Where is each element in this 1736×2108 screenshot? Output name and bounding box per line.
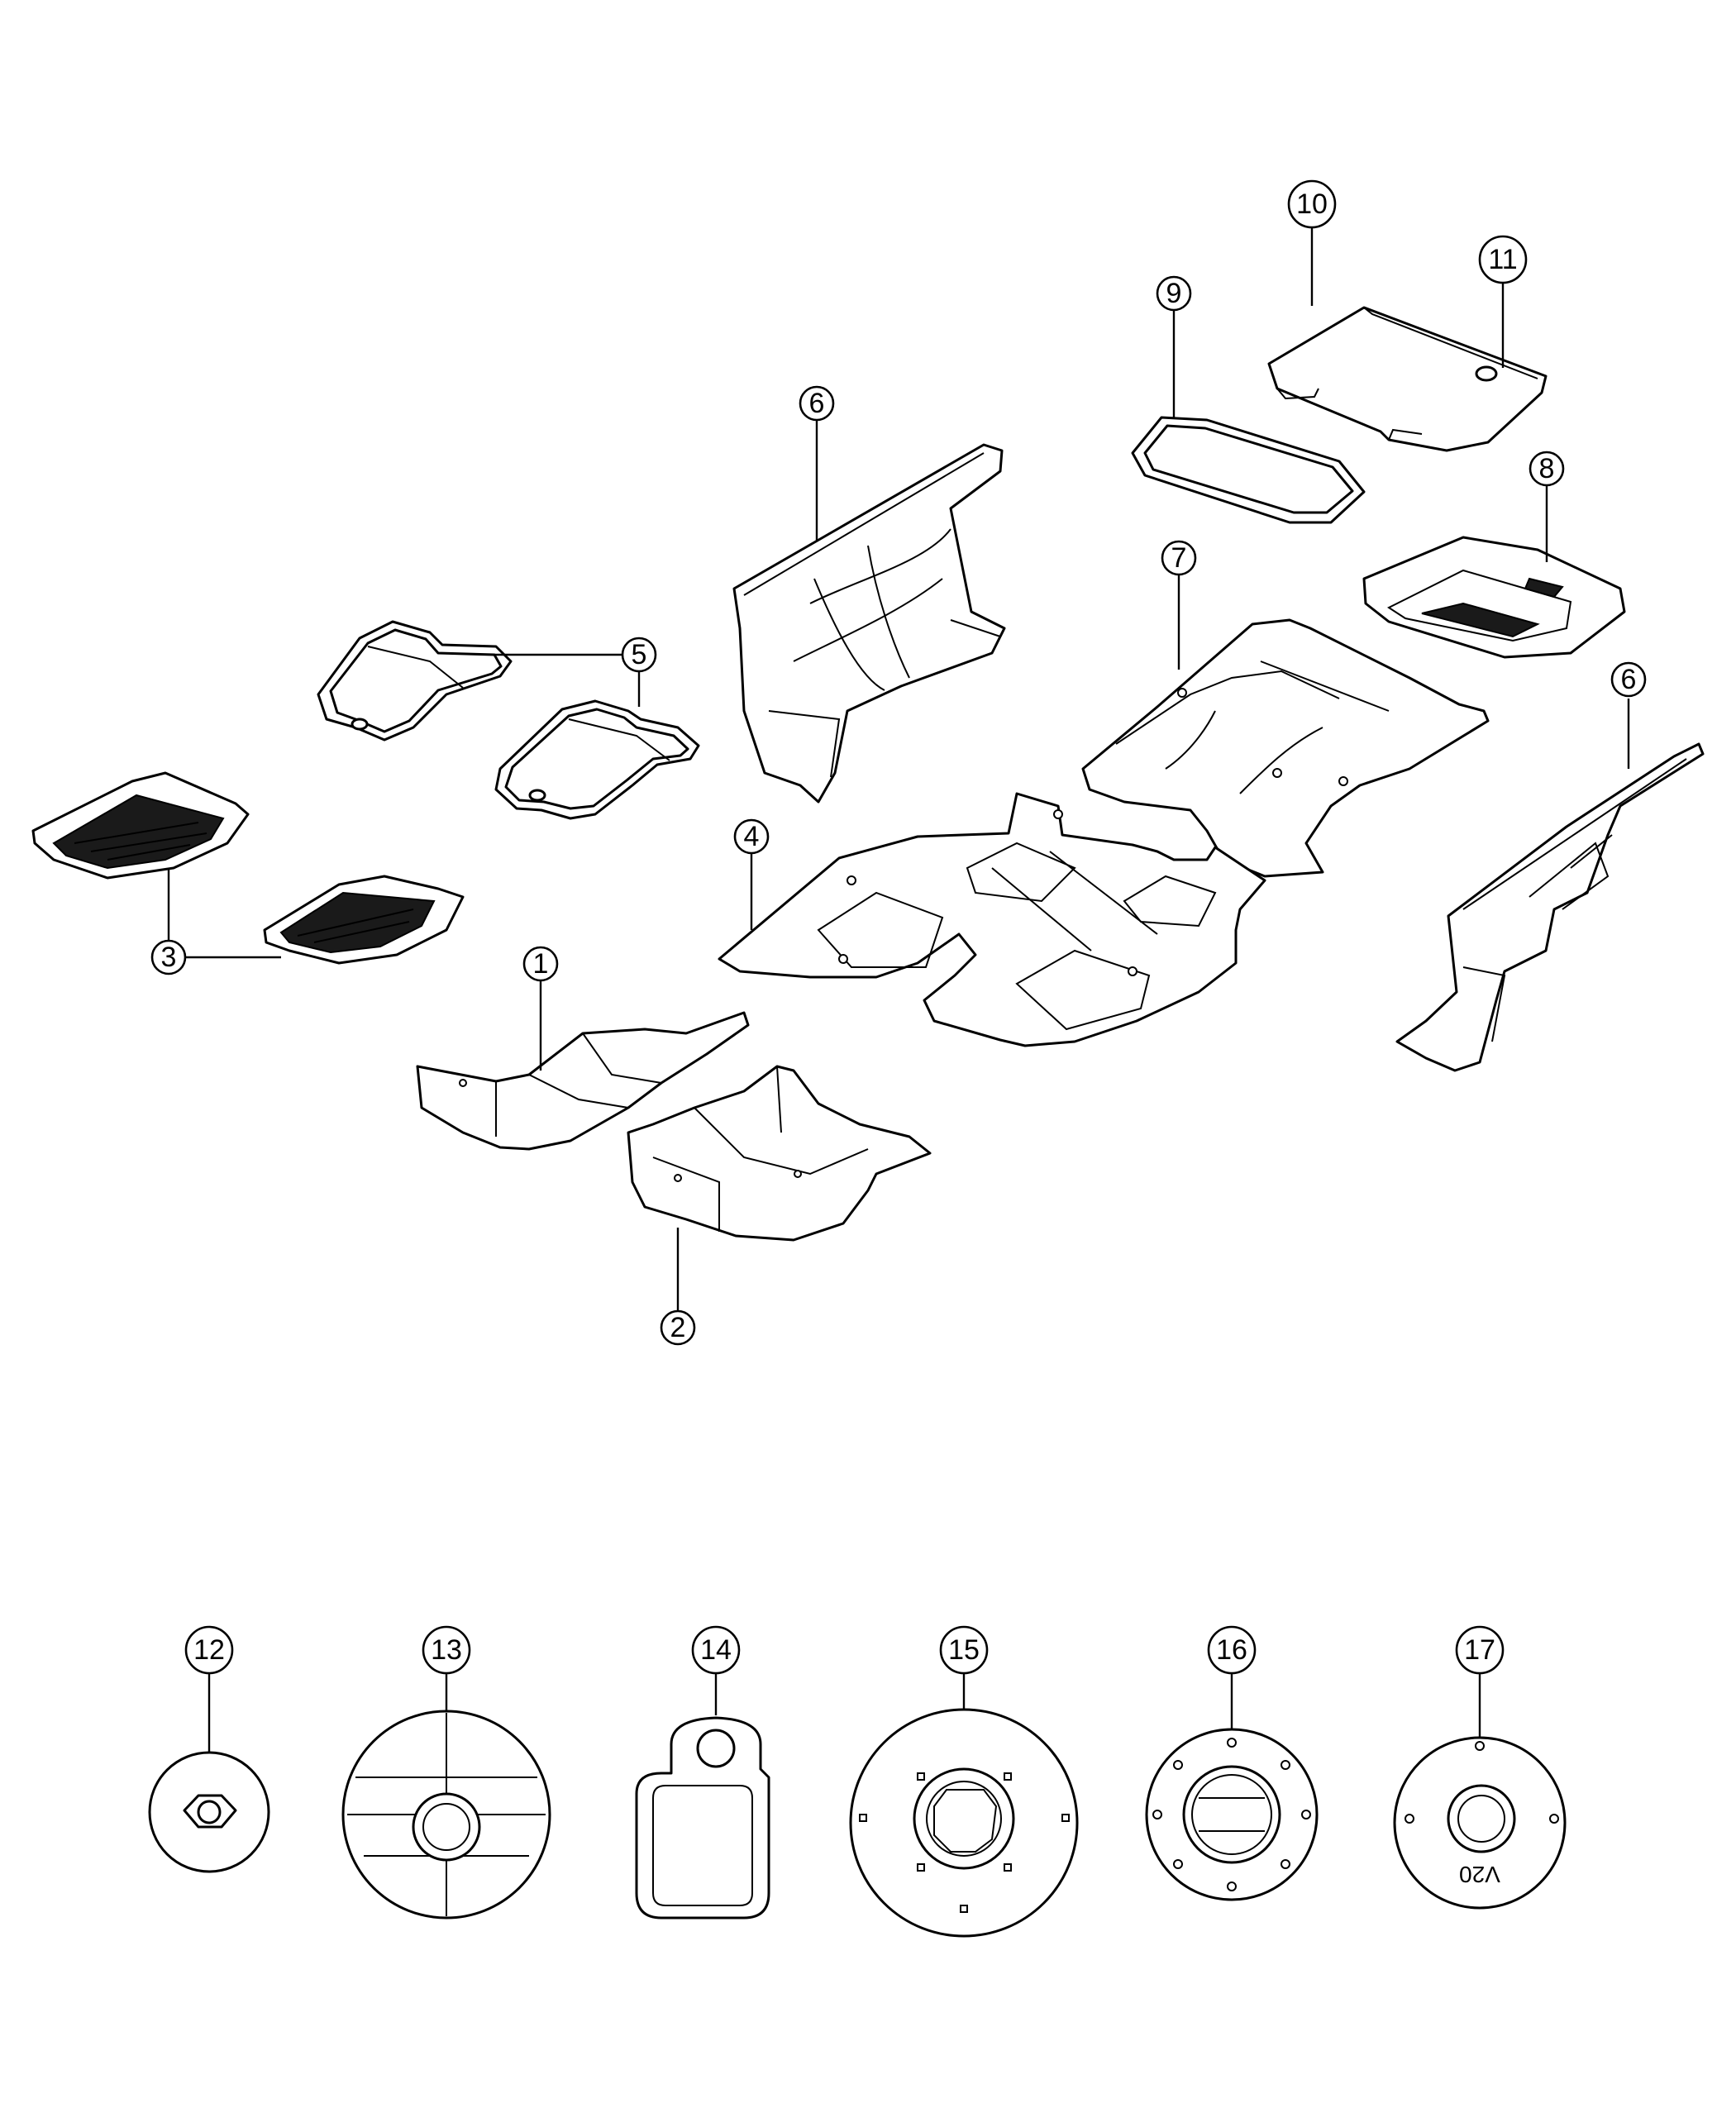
callout-11: 11 xyxy=(1478,235,1528,284)
svg-text:12: 12 xyxy=(193,1634,225,1666)
part-14-tab-seal xyxy=(635,1668,770,1920)
callout-16: 16 xyxy=(1207,1625,1257,1675)
svg-text:13: 13 xyxy=(431,1634,462,1666)
svg-text:17: 17 xyxy=(1464,1634,1495,1666)
plug-marking-text: V20 xyxy=(1459,1862,1500,1887)
callout-15: 15 xyxy=(939,1625,989,1675)
svg-text:14: 14 xyxy=(700,1634,732,1666)
svg-text:9: 9 xyxy=(1166,278,1182,309)
callout-8: 8 xyxy=(1529,451,1565,487)
part-13-grommet-cover xyxy=(341,1668,551,1920)
callout-14: 14 xyxy=(691,1625,741,1675)
part-1-front-carpet-piece xyxy=(416,1011,750,1151)
part-6-left-quarter-trim xyxy=(732,443,1006,804)
part-15-plug xyxy=(849,1668,1079,1938)
part-11-clip xyxy=(1475,365,1498,382)
svg-text:7: 7 xyxy=(1171,542,1187,574)
callout-7: 7 xyxy=(1161,540,1197,576)
leader-lines-upper xyxy=(167,227,1630,1310)
part-3-all-weather-mat-right xyxy=(263,875,465,965)
svg-text:8: 8 xyxy=(1539,453,1555,484)
callout-6-right: 6 xyxy=(1610,661,1647,698)
callout-17: 17 xyxy=(1455,1625,1505,1675)
svg-text:1: 1 xyxy=(533,948,549,980)
svg-text:16: 16 xyxy=(1216,1634,1247,1666)
svg-text:6: 6 xyxy=(809,388,825,419)
part-9-seal xyxy=(1131,416,1366,524)
part-12-fastener xyxy=(148,1668,270,1873)
part-3-all-weather-mat-left xyxy=(31,771,250,880)
part-5-floor-mat-rear-left xyxy=(317,620,513,742)
part-10-cargo-cover xyxy=(1267,306,1548,452)
callout-10: 10 xyxy=(1287,179,1337,229)
svg-text:3: 3 xyxy=(161,942,177,973)
part-2-front-carpet-piece xyxy=(627,1065,932,1242)
callout-2: 2 xyxy=(660,1309,696,1346)
callout-12: 12 xyxy=(184,1625,234,1675)
svg-text:4: 4 xyxy=(744,821,760,852)
callout-4: 4 xyxy=(733,818,770,855)
callout-13: 13 xyxy=(422,1625,471,1675)
callout-6-upper: 6 xyxy=(799,385,835,422)
part-17-plug: V20 xyxy=(1393,1668,1567,1910)
svg-text:6: 6 xyxy=(1621,664,1637,695)
svg-text:10: 10 xyxy=(1296,188,1328,220)
svg-text:2: 2 xyxy=(670,1312,686,1343)
svg-text:15: 15 xyxy=(948,1634,980,1666)
part-6-right-quarter-trim xyxy=(1395,742,1705,1072)
callout-1: 1 xyxy=(522,946,559,982)
part-5-floor-mat-rear-right xyxy=(494,699,700,820)
callout-9: 9 xyxy=(1156,275,1192,312)
svg-text:5: 5 xyxy=(632,639,647,670)
part-8-storage-bin xyxy=(1362,536,1626,659)
callout-3: 3 xyxy=(150,939,187,975)
callout-5: 5 xyxy=(621,637,657,673)
svg-text:11: 11 xyxy=(1488,244,1517,275)
part-7-rear-carpet xyxy=(1081,618,1490,878)
part-4-front-carpet xyxy=(718,792,1266,1047)
part-16-plug xyxy=(1145,1668,1319,1901)
